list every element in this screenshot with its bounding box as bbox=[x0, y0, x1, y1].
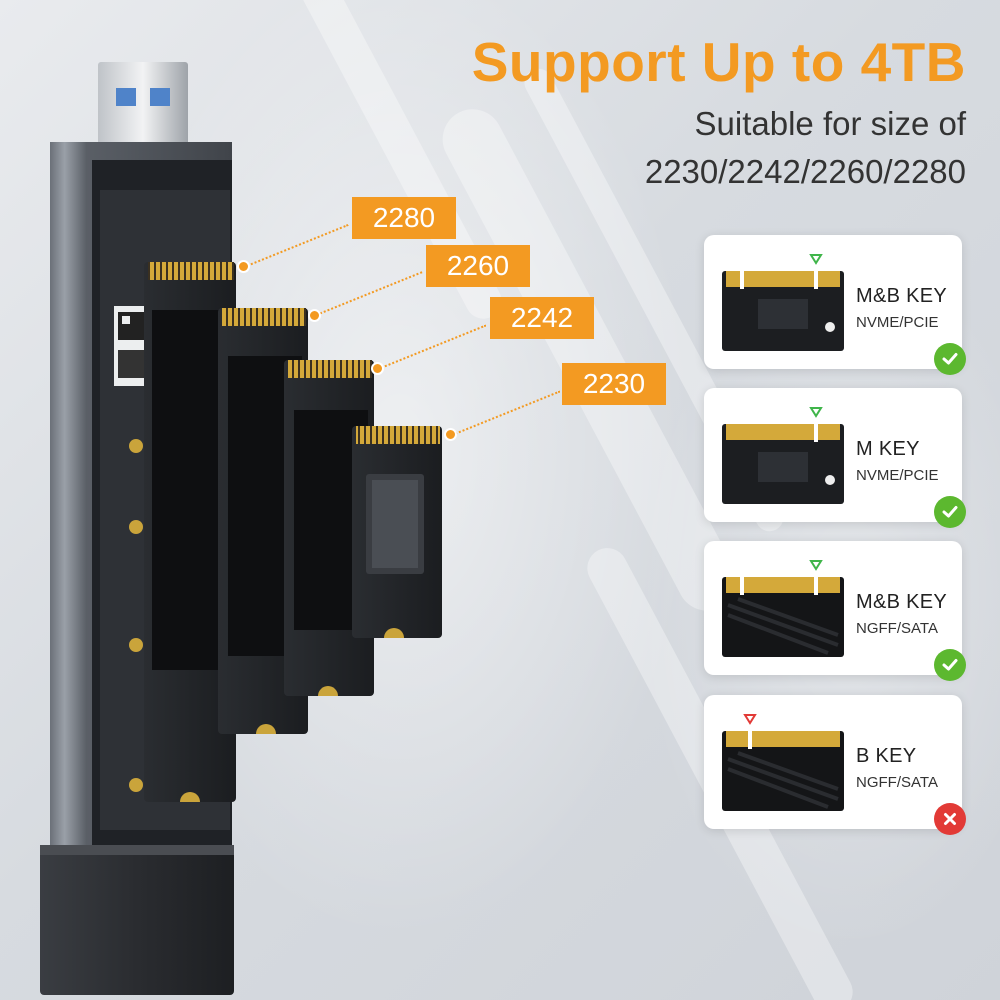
key-type-label: M KEY bbox=[856, 438, 920, 460]
size-tag-2242: 2242 bbox=[490, 297, 594, 339]
key-type-label: M&B KEY bbox=[856, 591, 948, 613]
x-circle-icon bbox=[934, 803, 966, 835]
key-card-mb-sata: M&B KEY NGFF/SATA bbox=[704, 541, 966, 681]
subheadline-line1: Suitable for size of bbox=[694, 105, 966, 142]
triangle-marker-icon bbox=[809, 407, 823, 418]
triangle-marker-icon bbox=[743, 714, 757, 725]
interface-label: NVME/PCIE bbox=[856, 467, 939, 484]
size-tag-2230: 2230 bbox=[562, 363, 666, 405]
key-card-mb-nvme: M&B KEY NVME/PCIE bbox=[704, 235, 966, 375]
check-circle-icon bbox=[934, 496, 966, 528]
interface-label: NGFF/SATA bbox=[856, 774, 938, 791]
check-circle-icon bbox=[934, 649, 966, 681]
sata-b-board-icon bbox=[722, 714, 844, 811]
interface-label: NGFF/SATA bbox=[856, 620, 938, 637]
interface-label: NVME/PCIE bbox=[856, 314, 939, 331]
ssd-enclosure-illustration bbox=[40, 62, 442, 995]
sata-mb-board-icon bbox=[722, 560, 844, 657]
check-circle-icon bbox=[934, 343, 966, 375]
triangle-marker-icon bbox=[809, 560, 823, 571]
nvme-m-board-icon bbox=[722, 407, 844, 504]
nvme-mb-board-icon bbox=[722, 254, 844, 351]
key-card-m-nvme: M KEY NVME/PCIE bbox=[704, 388, 966, 528]
key-type-label: B KEY bbox=[856, 745, 917, 767]
headline: Support Up to 4TB bbox=[471, 31, 966, 93]
subheadline-line2: 2230/2242/2260/2280 bbox=[644, 153, 966, 190]
key-type-label: M&B KEY bbox=[856, 285, 948, 307]
size-tag-2280: 2280 bbox=[352, 197, 456, 239]
key-card-b-sata: B KEY NGFF/SATA bbox=[704, 695, 966, 835]
triangle-marker-icon bbox=[809, 254, 823, 265]
size-tag-2260: 2260 bbox=[426, 245, 530, 287]
